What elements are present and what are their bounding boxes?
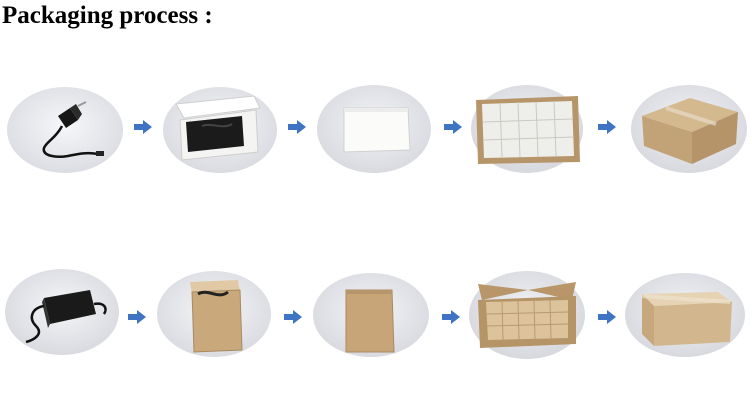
right-arrow-icon (288, 120, 306, 139)
desktop-adapter-photo (4, 268, 120, 356)
closed-white-box-photo (316, 84, 432, 174)
right-arrow-icon (134, 120, 152, 139)
sealed-carton-photo (630, 84, 748, 174)
closed-brown-box-photo (312, 272, 430, 358)
right-arrow-icon (128, 310, 146, 329)
adapter-in-white-box-photo (162, 86, 278, 174)
brown-boxes-in-carton-photo (468, 270, 586, 360)
boxes-in-carton-photo (470, 84, 584, 174)
adapter-in-brown-box-photo (156, 270, 272, 358)
right-arrow-icon (442, 310, 460, 329)
page-title: Packaging process : (2, 2, 213, 30)
sealed-carton-photo (624, 272, 746, 358)
right-arrow-icon (284, 310, 302, 329)
right-arrow-icon (598, 120, 616, 139)
wall-plug-adapter-photo (6, 86, 124, 174)
right-arrow-icon (598, 310, 616, 329)
right-arrow-icon (444, 120, 462, 139)
